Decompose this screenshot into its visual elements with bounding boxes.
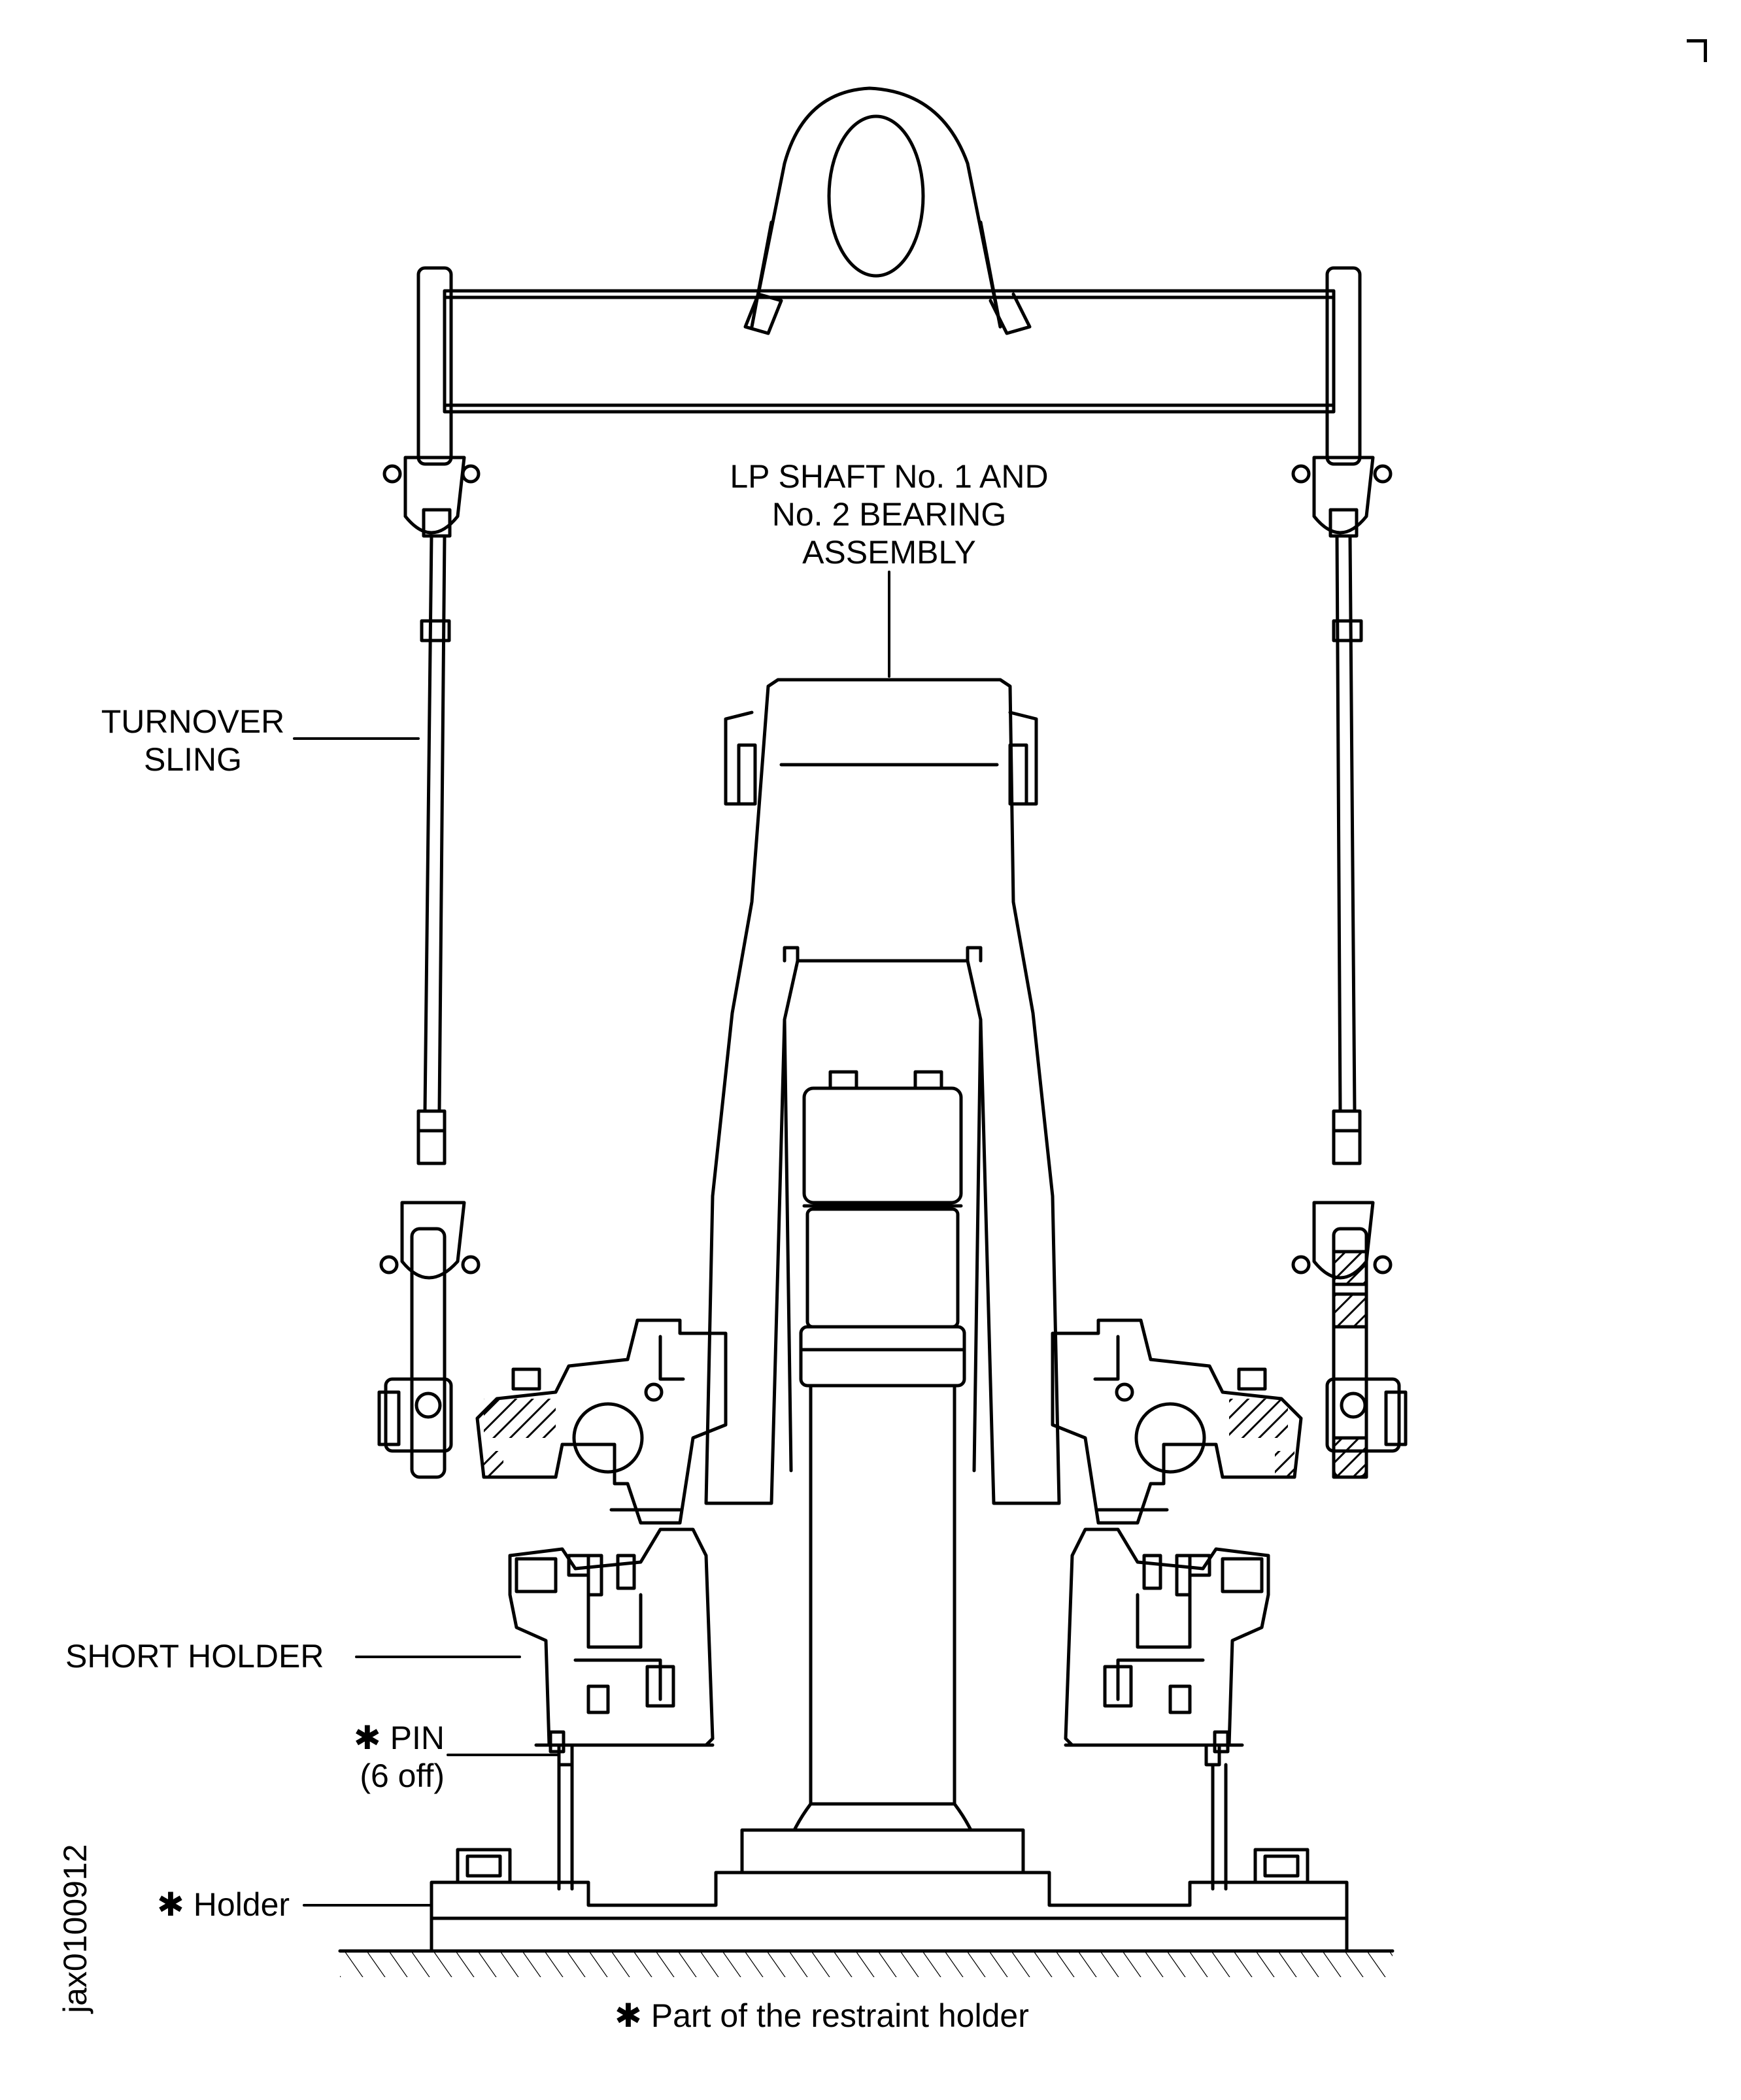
assembly-label-line-3: ASSEMBLY (802, 534, 976, 571)
turnover-sling-label-line-2: SLING (143, 741, 243, 778)
right-bearing-flange (1051, 1318, 1303, 1525)
corner-crop-mark (1687, 39, 1707, 62)
right-short-holder (1064, 1527, 1270, 1767)
turnover-sling-label-line-1: TURNOVER (101, 703, 285, 740)
pins (557, 1763, 1228, 1891)
lifting-beam (443, 86, 1336, 414)
assembly-label-line-2: No. 2 BEARING (771, 496, 1007, 533)
left-turnover-sling (377, 266, 481, 1479)
left-short-holder (508, 1527, 715, 1767)
short-holder-label: SHORT HOLDER (65, 1638, 324, 1675)
turnover-sling-label: TURNOVER SLING (85, 703, 301, 778)
right-turnover-sling (1291, 266, 1408, 1479)
pin-label-line-1: ✱ PIN (353, 1720, 445, 1756)
figure-id-label: jax0100912 (57, 1844, 93, 2013)
assembly-label-line-1: LP SHAFT No. 1 AND (730, 458, 1049, 495)
footnote-label: ✱ Part of the restraint holder (615, 1997, 1029, 2034)
pin-label: ✱ PIN (6 off) (314, 1719, 445, 1795)
holder-label: ✱ Holder (157, 1886, 290, 1923)
left-bearing-flange (475, 1318, 728, 1525)
restraint-holder-base (338, 1848, 1394, 1977)
lp-shaft-bearing-assembly (704, 678, 1061, 1505)
leader-lines (293, 571, 890, 1907)
assembly-label: LP SHAFT No. 1 AND No. 2 BEARING ASSEMBL… (673, 458, 1105, 571)
lp-shaft (740, 1070, 1025, 1875)
pin-label-line-2: (6 off) (360, 1758, 445, 1794)
